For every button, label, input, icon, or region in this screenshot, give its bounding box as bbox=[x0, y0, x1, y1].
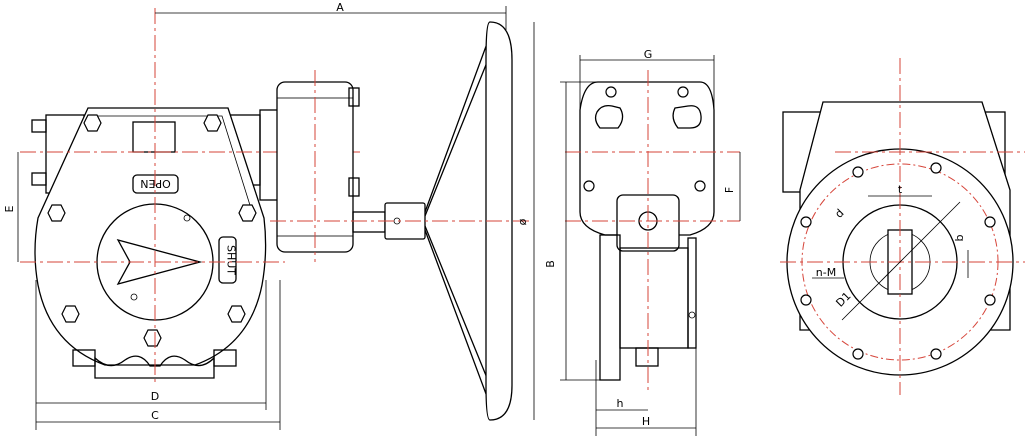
flange-view bbox=[780, 58, 1025, 395]
dim-f-label: F bbox=[723, 187, 736, 193]
dim-n-m-label: n-M bbox=[816, 266, 836, 279]
dim-phi-label: ø bbox=[516, 218, 529, 225]
dimension-labels: A B C D E F G H h ø d t b D1 n-M bbox=[3, 1, 966, 428]
dimension-lines bbox=[17, 6, 969, 436]
dim-e-label: E bbox=[3, 205, 16, 212]
shut-label: SHUT bbox=[225, 245, 238, 275]
dim-b-small-label: b bbox=[953, 234, 966, 241]
dim-g-label: G bbox=[644, 48, 653, 61]
dim-c-label: C bbox=[151, 409, 159, 422]
bolt-holes bbox=[800, 162, 996, 360]
dim-h-lower-label: h bbox=[617, 397, 624, 410]
dim-h-upper-label: H bbox=[642, 415, 650, 428]
dim-t-label: t bbox=[898, 183, 903, 196]
dim-a-label: A bbox=[336, 1, 344, 14]
front-view: OPEN SHUT bbox=[20, 8, 360, 385]
dim-d-label: D bbox=[151, 390, 159, 403]
side-view bbox=[565, 70, 740, 392]
dim-b-label: B bbox=[544, 260, 557, 268]
handwheel-assembly bbox=[259, 21, 530, 421]
